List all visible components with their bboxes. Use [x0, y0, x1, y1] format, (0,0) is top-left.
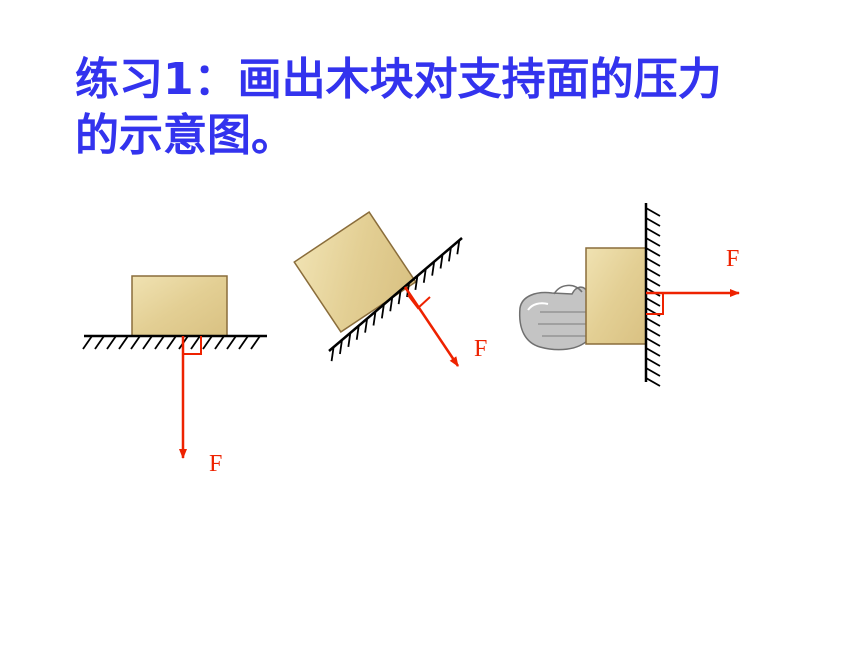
force-label: F — [474, 336, 487, 362]
hatch-mark — [645, 357, 661, 367]
hatch-mark — [645, 237, 661, 247]
hatch-mark — [250, 335, 261, 350]
hatch-mark — [645, 367, 661, 377]
hatch-mark — [118, 335, 129, 350]
hatch-mark — [439, 254, 444, 269]
hatch-mark — [645, 337, 661, 347]
wood-block — [585, 247, 647, 345]
hatch-mark — [238, 335, 249, 350]
hatch-mark — [431, 261, 436, 276]
hatch-mark — [82, 335, 93, 350]
hatch-mark — [166, 335, 177, 350]
hatch-mark — [645, 317, 661, 327]
hatch-mark — [645, 257, 661, 267]
hatch-mark — [202, 335, 213, 350]
hatch-mark — [380, 304, 385, 319]
hatch-mark — [645, 377, 661, 387]
hatch-mark — [645, 277, 661, 287]
hatch-mark — [142, 335, 153, 350]
hatch-mark — [330, 346, 335, 362]
hatch-mark — [106, 335, 117, 350]
title-line-2: 的示意图。 — [75, 110, 295, 161]
slide-title: 练习1：画出木块对支持面的压力 的示意图。 — [75, 52, 795, 164]
hatch-mark — [397, 290, 402, 305]
force-label: F — [209, 451, 222, 477]
hatch-mark — [645, 347, 661, 357]
hatch-mark — [414, 275, 419, 291]
hatch-mark — [422, 268, 427, 283]
force-arrow — [403, 286, 460, 367]
hatch-mark — [448, 247, 452, 262]
hatch-mark — [364, 318, 368, 333]
hatch-mark — [190, 335, 201, 350]
hatch-mark — [645, 227, 661, 237]
hatch-mark — [456, 240, 461, 255]
hatch-mark — [645, 297, 661, 307]
hatch-mark — [214, 335, 225, 350]
hatch-mark — [645, 207, 661, 217]
hatch-mark — [339, 339, 343, 355]
wood-block — [131, 275, 228, 337]
incline-hatching — [330, 240, 461, 362]
hatch-mark — [130, 335, 141, 350]
hatch-mark — [645, 217, 661, 227]
hatch-mark — [645, 247, 661, 257]
right-angle-mark — [183, 336, 202, 355]
figure-horizontal-ground: F — [82, 275, 267, 477]
hatch-mark — [389, 297, 394, 312]
title-line-1: 练习1：画出木块对支持面的压力 — [75, 54, 722, 105]
figure-inclined-plane: F — [293, 211, 487, 367]
hatch-mark — [372, 311, 377, 326]
hatch-mark — [347, 332, 352, 347]
hatch-mark — [94, 335, 105, 350]
hatch-mark — [154, 335, 165, 350]
figure-vertical-wall: F — [518, 203, 740, 387]
force-label: F — [726, 246, 739, 272]
hatch-mark — [645, 327, 661, 337]
hatch-mark — [226, 335, 237, 350]
hatch-mark — [355, 325, 360, 340]
wall-hatching — [645, 207, 661, 387]
incline-line — [328, 237, 463, 352]
hand-icon — [518, 284, 589, 351]
wood-block — [293, 211, 417, 333]
ground-hatching — [82, 335, 261, 350]
right-angle-mark — [646, 293, 664, 315]
hatch-mark — [645, 267, 661, 277]
